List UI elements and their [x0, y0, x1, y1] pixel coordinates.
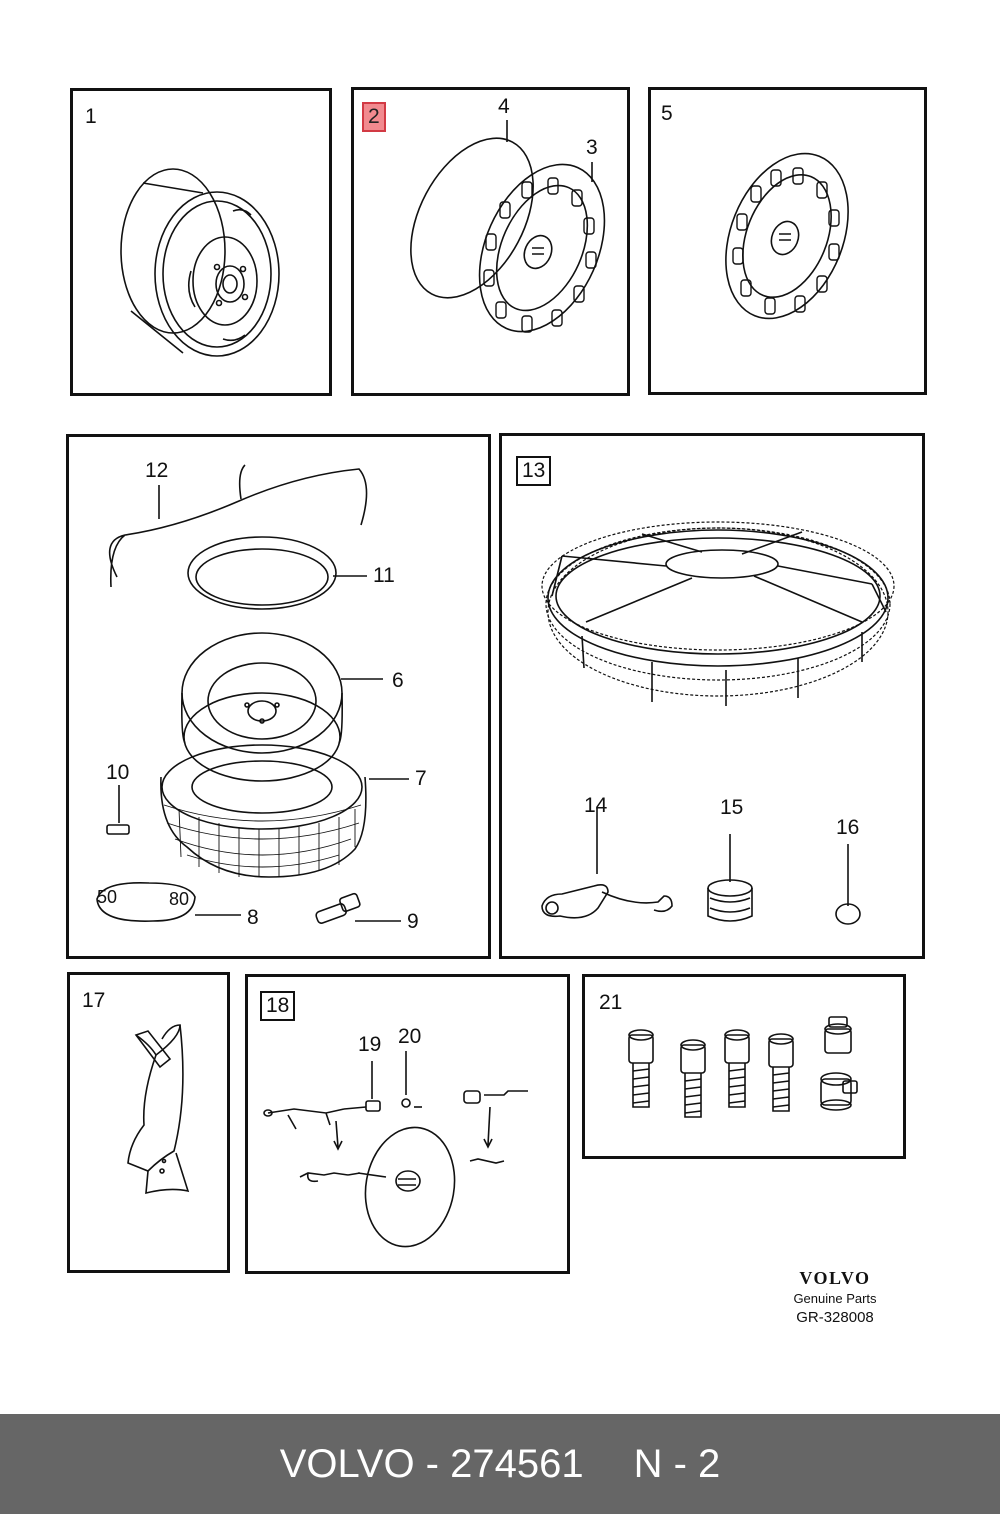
snow-chain-illustration	[541, 521, 895, 925]
genuine-parts-label: Genuine Parts	[793, 1291, 877, 1306]
panel-1-steel-wheel: 1	[70, 88, 332, 396]
reference-number: N - 2	[633, 1441, 721, 1486]
callout-8: 8	[247, 906, 259, 929]
callout-16: 16	[836, 816, 860, 839]
callout-6: 6	[392, 669, 404, 692]
panel-label-2-highlighted[interactable]: 2	[362, 102, 386, 132]
callout-10: 10	[106, 761, 130, 784]
spare-wheel-kit-illustration	[96, 464, 409, 924]
callout-9: 9	[407, 910, 419, 933]
tool-bag-illustration	[127, 1024, 190, 1195]
panel-label-1: 1	[85, 105, 97, 128]
panel-label-21: 21	[599, 991, 623, 1014]
decal-speed-50: 50	[97, 887, 118, 907]
volvo-logo: VOLVO	[799, 1268, 871, 1288]
panel-18-hub-cover: 18 19 20	[245, 974, 570, 1274]
panel-label-18: 18	[260, 991, 296, 1021]
steel-wheel-illustration	[120, 168, 280, 357]
panel-2-hubcap: 2 4 3	[351, 87, 630, 396]
panel-12-spare-wheel-kit: 12 11 6 7 10 8 9 50 80	[66, 434, 491, 959]
part-number-footer: VOLVO - 274561 N - 2	[0, 1414, 1000, 1514]
panel-label-5: 5	[661, 102, 673, 125]
part-number: VOLVO - 274561	[279, 1441, 584, 1486]
hubcap-illustration	[410, 120, 606, 333]
callout-4: 4	[498, 95, 510, 118]
callout-12: 12	[145, 459, 169, 482]
volvo-brand-block: VOLVO Genuine Parts GR-328008	[760, 1268, 910, 1326]
panel-21-wheel-bolts: 21	[582, 974, 906, 1159]
panel-label-17: 17	[82, 989, 106, 1012]
panel-13-snow-chain: 13 14 15 16	[499, 433, 925, 959]
panel-label-13: 13	[516, 456, 552, 486]
panel-5-hubcap: 5	[648, 87, 927, 395]
wheel-bolts-illustration	[628, 1016, 858, 1118]
callout-11: 11	[373, 564, 395, 587]
callout-7: 7	[415, 767, 427, 790]
callout-20: 20	[398, 1025, 422, 1048]
callout-19: 19	[358, 1033, 382, 1056]
panel-17-tool-bag: 17	[67, 972, 230, 1273]
callout-3: 3	[586, 136, 598, 159]
hub-cover-illustration	[263, 1051, 528, 1248]
decal-speed-80: 80	[169, 889, 190, 909]
hubcap-illustration-5	[725, 152, 849, 320]
diagram-code: GR-328008	[796, 1309, 874, 1326]
callout-14: 14	[584, 794, 608, 817]
callout-15: 15	[720, 796, 744, 819]
